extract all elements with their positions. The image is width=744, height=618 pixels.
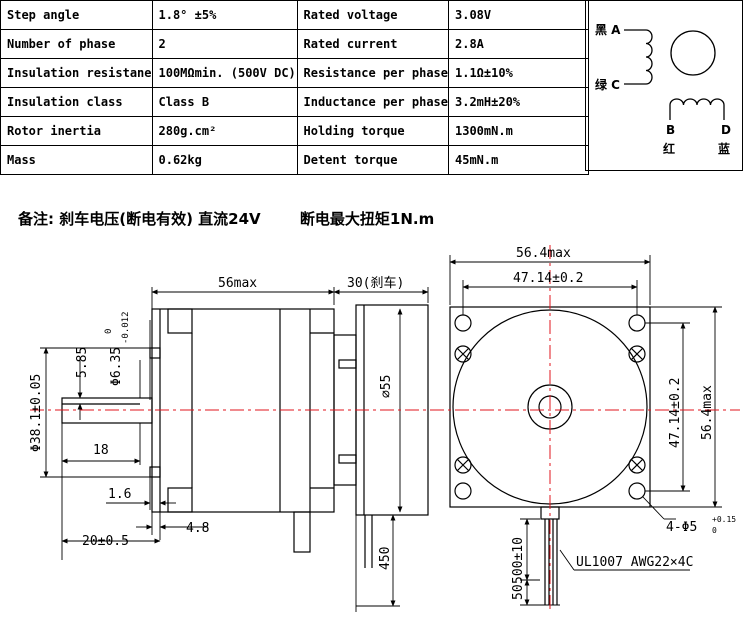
dim-flange-thick: 4.8 [186,521,209,536]
brake-housing [355,304,429,516]
mount-hole-br [628,482,646,500]
screw-tl [454,345,472,363]
boss-top [149,347,161,359]
dim-boss-height: 1.6 [108,487,131,502]
param-label: Resistance per phase [296,58,449,88]
brake-torque: 断电最大扭矩1N.m [299,210,435,228]
dim-height-max: 56.4max [700,385,715,440]
flange-recess-bottom [167,487,193,513]
param-value: 1.1Ω±10% [448,58,589,88]
param-value: 280g.cm² [151,116,298,146]
brake-spacer [333,334,357,486]
shaft [61,397,153,424]
dimension-labels: 56max 30(刹车) ⌀55 Φ6.35 0 -0.012 5.85 Φ38… [29,246,736,600]
param-value: 45mN.m [448,145,589,175]
front-housing-circle [452,309,648,505]
param-value: 100MΩmin. (500V DC) [151,58,298,88]
rotor-symbol [670,30,716,76]
coil-bd [669,98,725,106]
dim-boss-dia: Φ38.1±0.05 [29,374,44,452]
center-lines [30,245,740,610]
motor-body-outline [151,308,335,513]
param-value: 3.2mH±20% [448,87,589,117]
param-value: 2.8A [448,29,589,59]
mount-hole-tl [454,314,472,332]
param-value: Class B [151,87,298,117]
dim-flat-depth: 5.85 [75,347,90,378]
mount-hole-bl [454,482,472,500]
dim-lead-len: 500±10 [511,537,526,584]
dim-holes-tol-upper: +0.15 [712,515,736,524]
wire-c-label: 绿 C [595,77,620,92]
screw-br [628,456,646,474]
coil-ac [645,29,653,85]
brake-tab-bottom [338,454,357,464]
param-label: Rated current [296,29,449,59]
dim-cable: UL1007 AWG22×4C [576,555,693,570]
param-value: 3.08V [448,0,589,30]
side-view [61,304,429,568]
param-value: 0.62kg [151,145,298,175]
param-value: 2 [151,29,298,59]
wire-d-color: 蓝 [718,141,730,156]
wiring-diagram: 黑 A 绿 C B 红 D 蓝 [585,0,743,171]
param-value: 1300mN.m [448,116,589,146]
boss-bottom [149,466,161,478]
dim-shaft-total: 20±0.5 [82,534,129,549]
screw-bl [454,456,472,474]
front-view [449,306,651,605]
dim-width-max: 56.4max [516,246,571,261]
wire-b-color: 红 [663,141,675,156]
motor-lead-exit [293,511,311,553]
front-dimensions [449,255,722,606]
dim-strip-len: 50 [511,584,526,600]
dim-lead-len-side: 450 [378,547,393,570]
param-label: Insulation class [0,87,153,117]
front-boss [527,384,573,430]
param-label: Rated voltage [296,0,449,30]
param-label: Mass [0,145,153,175]
brake-remark: 备注: 刹车电压(断电有效) 直流24V [18,210,261,228]
param-label: Step angle [0,0,153,30]
param-label: Number of phase [0,29,153,59]
wiring-svg: 黑 A 绿 C B 红 D 蓝 [595,23,731,156]
dim-hole-pitch-v: 47.14±0.2 [668,378,683,448]
dim-shaft-len: 18 [93,443,109,458]
wire-d-label: D [721,123,731,137]
dim-holes-tol-lower: 0 [712,526,717,535]
dim-shaft-tol-upper: 0 [104,329,114,334]
param-label: Rotor inertia [0,116,153,146]
dim-housing-dia: ⌀55 [379,375,394,398]
side-dimensions [40,287,429,612]
dim-brake-length: 30(刹车) [347,275,404,291]
dim-length-max: 56max [218,276,257,291]
screw-tr [628,345,646,363]
param-label: Insulation resistane [0,58,153,88]
mount-hole-tr [628,314,646,332]
front-flange [449,306,651,508]
wire-a-label: 黑 A [595,23,621,37]
param-label: Holding torque [296,116,449,146]
dim-shaft-tol-lower: -0.012 [121,311,131,344]
screw-crosses [456,347,644,472]
param-label: Inductance per phase [296,87,449,117]
front-shaft [538,395,562,419]
param-value: 1.8° ±5% [151,0,298,30]
dim-hole-pitch-h: 47.14±0.2 [513,271,583,286]
brake-note: 备注: 刹车电压(断电有效) 直流24V 断电最大扭矩1N.m [18,208,434,229]
dim-shaft-dia: Φ6.35 [109,347,124,386]
wire-b-label: B [666,123,675,137]
flange-recess-top [167,308,193,334]
dim-holes: 4-Φ5 [666,520,697,535]
brake-tab-top [338,359,357,369]
param-label: Detent torque [296,145,449,175]
front-lead-exit [540,506,560,520]
